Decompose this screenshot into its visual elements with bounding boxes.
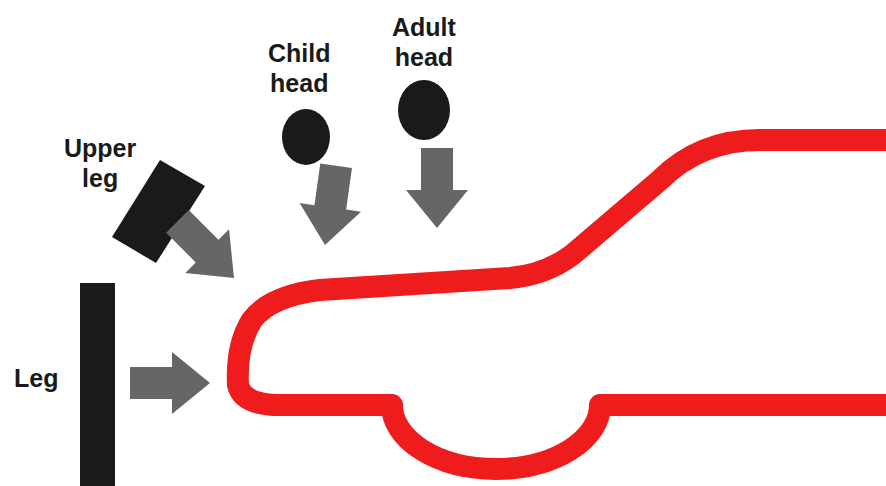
car-outline [238, 140, 886, 469]
impactor-label: Child head [268, 38, 331, 98]
adult-head-impactor [398, 80, 450, 140]
impactor-label: Leg [14, 363, 58, 393]
impact-arrow [294, 161, 367, 249]
impactor-label: Upper leg [64, 133, 136, 193]
impact-arrow [156, 200, 256, 300]
impactor-label: Adult head [392, 12, 456, 72]
leg-impactor [80, 283, 115, 486]
child-head-impactor [282, 109, 330, 165]
impact-arrow [130, 352, 210, 414]
impact-arrow [406, 148, 468, 228]
